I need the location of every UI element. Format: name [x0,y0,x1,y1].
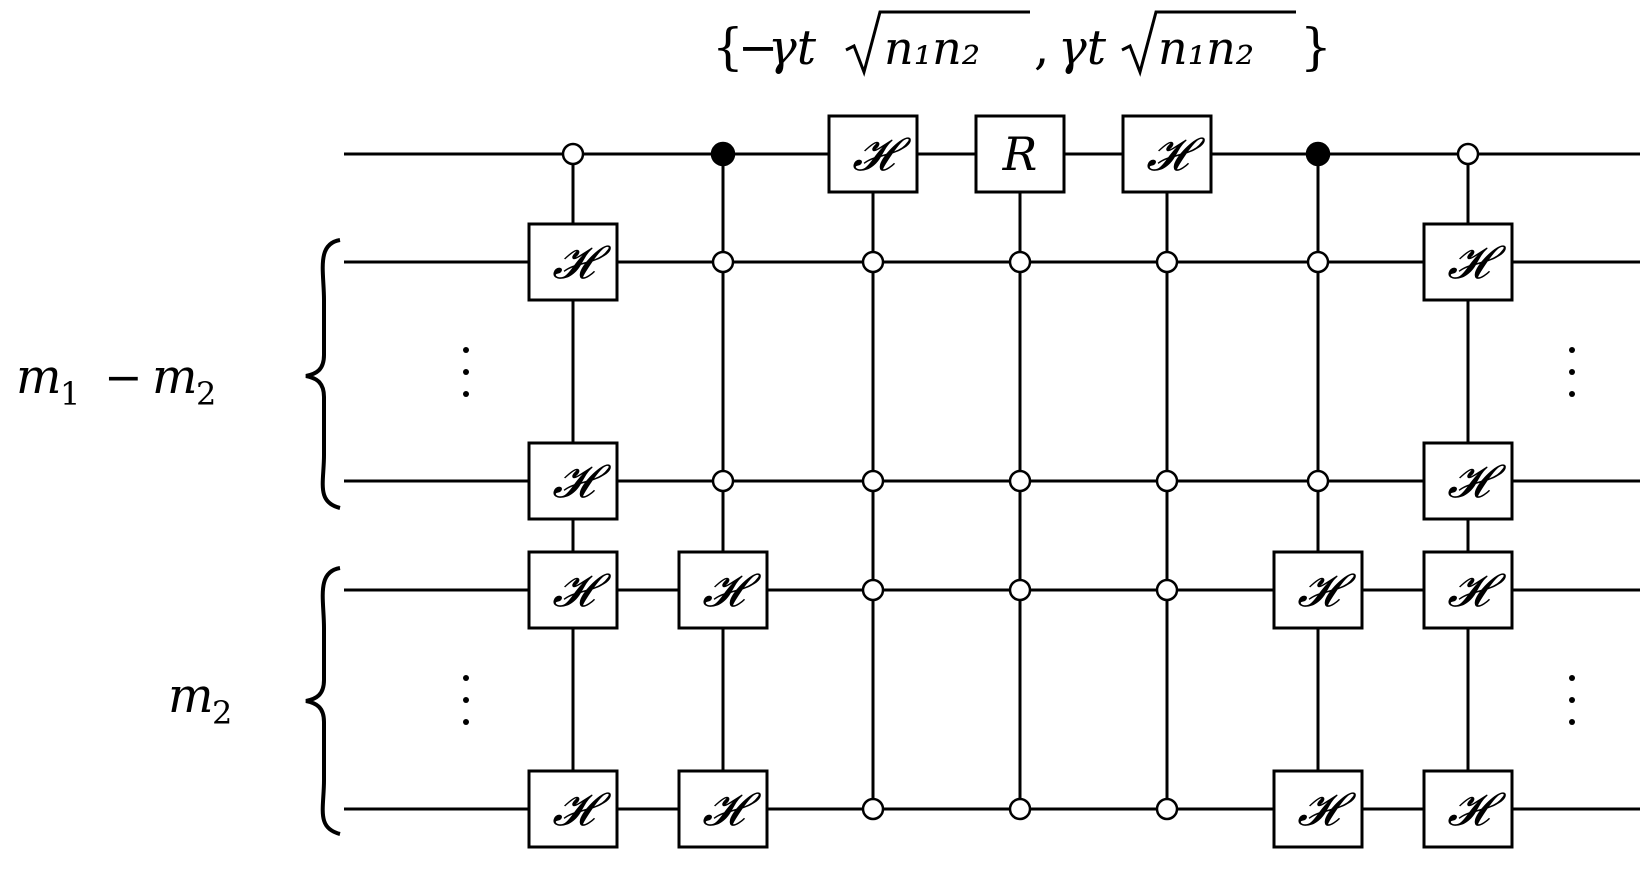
gate-box [677,550,769,630]
ellipsis-dot [1569,369,1575,375]
open-control-node [1155,578,1179,602]
vertical-ellipsis [463,675,469,725]
hadamard-gate: 𝓗 [677,550,769,630]
gate-box [1272,769,1364,849]
hadamard-gate: 𝓗 [1272,769,1364,849]
group-label-sub: 1 [60,375,80,413]
open-control-node [1306,250,1330,274]
gate-box [527,441,619,521]
group-label-var: m [16,349,62,405]
ellipsis-dot [1569,347,1575,353]
gate-box [1422,769,1514,849]
open-control-node [1008,578,1032,602]
control-nodes [561,141,1480,821]
sqrt-sign-2 [1121,10,1296,77]
ellipsis-dot [463,675,469,681]
ellipsis-dot [463,369,469,375]
sqrt-sign-1 [845,10,1030,77]
ellipsis-dot [463,347,469,353]
open-control-node [1008,469,1032,493]
hadamard-gate: 𝓗 [677,769,769,849]
gate-symbol: R [1002,127,1038,181]
group-label-m1-minus-m2: m 1 − m 2 [16,349,216,413]
open-control-node [861,797,885,821]
ellipsis-dot [1569,719,1575,725]
gate-box [527,550,619,630]
open-control-node [1155,250,1179,274]
ellipsis-dot [463,697,469,703]
gate-box [1121,114,1213,194]
hadamard-gate: 𝓗 [527,550,619,630]
hadamard-gate: 𝓗 [1121,114,1213,194]
hadamard-gate: 𝓗 [1422,769,1514,849]
left-brace-group-1 [305,238,341,510]
vertical-ellipsis [1569,347,1575,397]
open-control-node [1155,797,1179,821]
open-control-node [861,469,885,493]
gate-box [827,114,919,194]
hadamard-gate: 𝓗 [527,222,619,302]
annotation-comma: , [1034,20,1049,76]
open-control-node [1008,797,1032,821]
closed-control-node [1305,141,1331,167]
open-control-node [1155,469,1179,493]
gate-box [1422,441,1514,521]
annotation-open-brace: { [712,18,744,76]
hadamard-gate: 𝓗 [527,441,619,521]
annotation-n1n2-2: n₁n₂ [1158,21,1254,75]
hadamard-gate: 𝓗 [1422,441,1514,521]
group-label-var2: m [152,349,198,405]
hadamard-gate: 𝓗 [1272,550,1364,630]
hadamard-gate: 𝓗 [1422,550,1514,630]
gate-box [1422,222,1514,302]
group-label-sub: 2 [212,694,232,732]
gate-box [1272,550,1364,630]
gate-box [527,222,619,302]
gate-box [677,769,769,849]
ellipsis-dot [463,391,469,397]
gate-box [974,114,1066,194]
vertical-ellipsis [463,347,469,397]
open-control-node [861,578,885,602]
ellipsis-dot [1569,697,1575,703]
left-brace-group-2 [305,566,341,836]
annotation-gamma-t-1: γt [768,20,817,76]
ellipsis-dot [463,719,469,725]
gate-box [527,769,619,849]
annotation-gamma-t-2: γt [1058,20,1107,76]
hadamard-gate: 𝓗 [827,114,919,194]
open-control-node [711,250,735,274]
rotation-gate: R [974,114,1066,194]
annotation-close-brace: } [1300,18,1332,76]
annotation-minus: − [738,20,778,76]
group-label-m2: m 2 [168,668,232,732]
ellipsis-dot [1569,675,1575,681]
rotation-angle-annotation: { − γt n₁n₂ , γt n₁n₂ } [712,10,1332,77]
open-control-node [1008,250,1032,274]
group-label-sub2: 2 [196,375,216,413]
vertical-ellipsis [1569,675,1575,725]
group-label-op: − [104,350,143,404]
annotation-n1n2-1: n₁n₂ [884,21,980,75]
group-label-var: m [168,668,214,724]
open-control-node [561,142,585,166]
open-control-node [1456,142,1480,166]
hadamard-gate: 𝓗 [1422,222,1514,302]
vertical-dots [463,347,1575,725]
open-control-node [861,250,885,274]
open-control-node [1306,469,1330,493]
ellipsis-dot [1569,391,1575,397]
gate-box [1422,550,1514,630]
closed-control-node [710,141,736,167]
hadamard-gate: 𝓗 [527,769,619,849]
open-control-node [711,469,735,493]
